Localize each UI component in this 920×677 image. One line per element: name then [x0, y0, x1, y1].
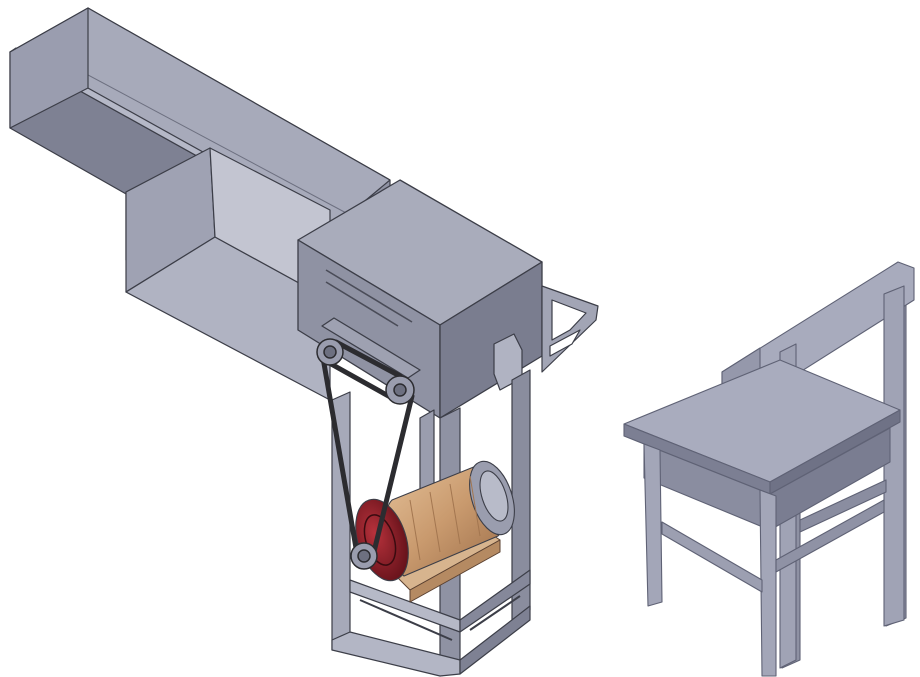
chair-upright-right-front — [883, 285, 905, 627]
chair — [623, 261, 915, 677]
trough-slot — [59, 59, 351, 216]
pulley-upper-left — [316, 338, 344, 366]
chair-stretcher-rear — [799, 479, 887, 533]
chair-seat-side-edge — [769, 409, 901, 495]
frame-rail-bottom-right — [459, 605, 531, 675]
belt-drive — [316, 338, 415, 570]
frame-rail-lower-right — [459, 569, 531, 633]
chute-slot-lower — [549, 329, 581, 357]
motor-base-foot — [409, 539, 501, 603]
collection-tray — [125, 147, 331, 401]
motor-fins — [409, 475, 481, 561]
drive-belt — [319, 339, 415, 563]
chair-stretcher-side — [775, 499, 885, 573]
frame-crossbar-a — [359, 599, 453, 641]
chute-slot — [551, 299, 587, 341]
chair-front-leg-left — [643, 443, 663, 607]
pulley-motor — [350, 542, 378, 570]
motor-end-cap-inner — [479, 470, 509, 522]
housing-box — [297, 179, 543, 419]
frame-crossbar-b — [469, 595, 521, 631]
chair-stretcher-front — [661, 521, 763, 593]
housing-engraving — [325, 269, 413, 327]
trough-end-wall — [9, 7, 89, 129]
pulley-upper-right — [385, 375, 415, 405]
pulley-bracket — [321, 317, 421, 379]
chair-front-leg-right — [759, 489, 777, 677]
